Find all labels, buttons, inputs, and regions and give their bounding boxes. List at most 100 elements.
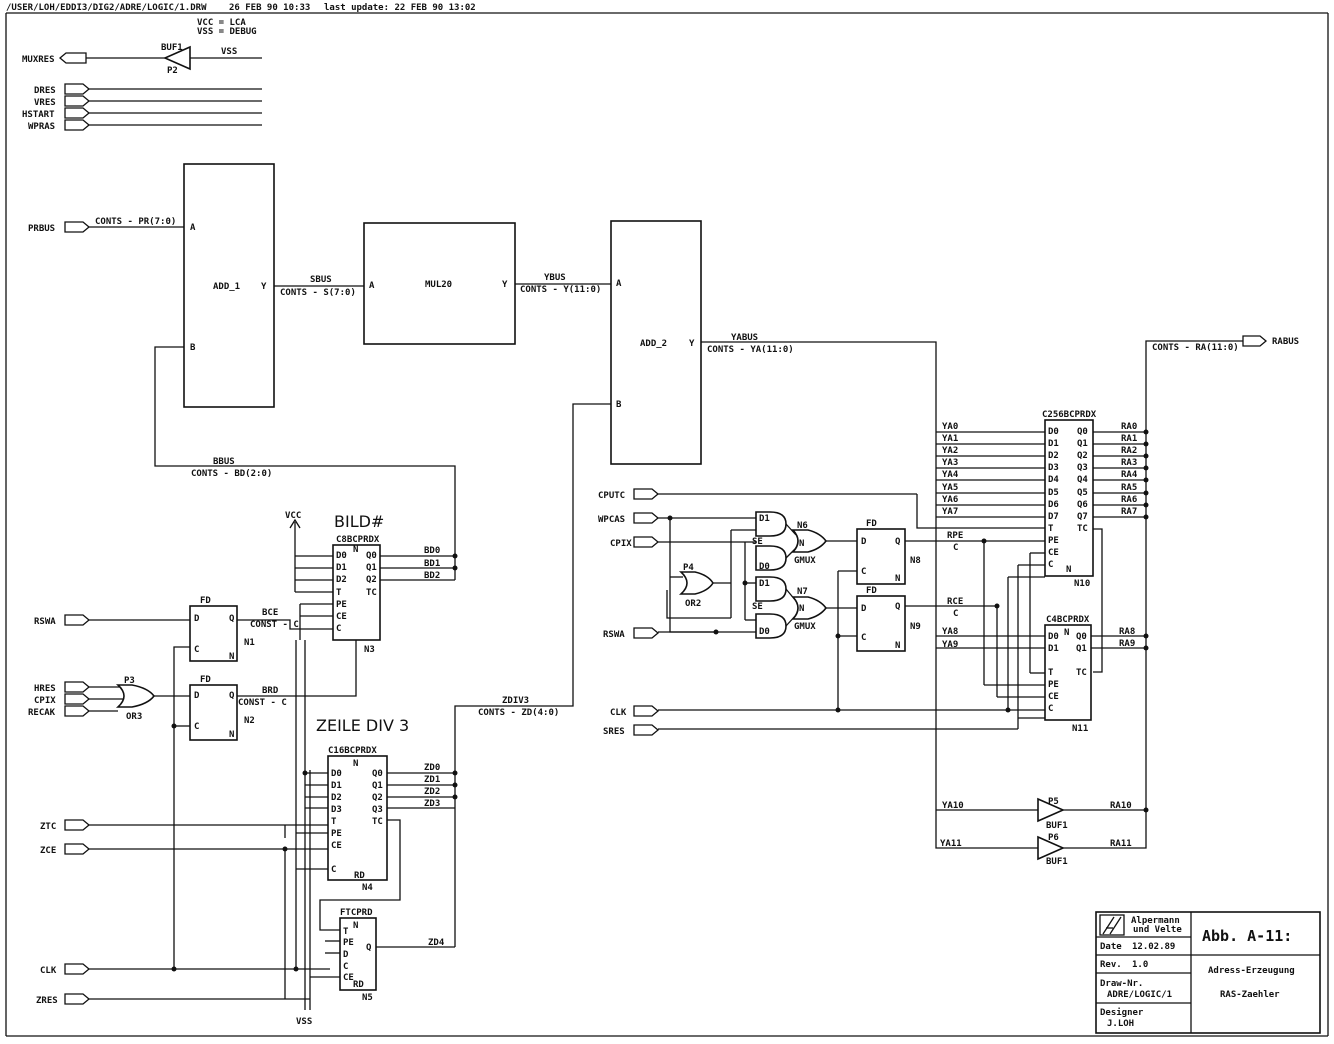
svg-text:C: C [331, 865, 336, 875]
svg-text:YA3: YA3 [942, 458, 958, 468]
or-gate-icon [791, 529, 828, 553]
svg-text:N3: N3 [364, 645, 375, 655]
svg-text:D1: D1 [1048, 644, 1059, 654]
svg-text:N: N [895, 641, 900, 651]
svg-text:C: C [1048, 704, 1053, 714]
left-clock-net: ZTC ZCE CLK ZRES [36, 646, 330, 1006]
svg-text:RA3: RA3 [1121, 458, 1137, 468]
svg-text:YA7: YA7 [942, 507, 958, 517]
svg-text:T: T [343, 927, 349, 937]
svg-text:PE: PE [1048, 680, 1059, 690]
svg-text:D3: D3 [331, 805, 342, 815]
svg-text:RA2: RA2 [1121, 446, 1137, 456]
svg-text:D: D [861, 604, 867, 614]
svg-text:YBUS: YBUS [544, 273, 566, 283]
svg-text:C8BCPRDX: C8BCPRDX [336, 535, 380, 545]
gmux-n7: D1 SE D0 N7 N GMUX [742, 542, 857, 639]
svg-text:T: T [336, 588, 342, 598]
middle-inputs: CPUTC WPCAS CPIX RSWA CLK SRES [598, 488, 1045, 737]
muxres-buffer-p2: MUXRES BUF1 P2 VSS [22, 43, 262, 76]
svg-text:BBUS: BBUS [213, 457, 235, 467]
svg-text:N5: N5 [362, 993, 373, 1003]
svg-text:CONTS - Y(11:0): CONTS - Y(11:0) [520, 285, 601, 295]
svg-text:ZRES: ZRES [36, 996, 58, 1006]
svg-text:C4BCPRDX: C4BCPRDX [1046, 615, 1090, 625]
svg-text:A: A [190, 223, 196, 233]
svg-text:CONTS - S(7:0): CONTS - S(7:0) [280, 288, 356, 298]
ff-n1: FD D Q C N N1 RSWA BCE CONST - C [34, 596, 333, 662]
last-update: last update: 22 FEB 90 13:02 [324, 3, 476, 13]
svg-text:MUL20: MUL20 [425, 280, 452, 290]
revision: 1.0 [1132, 960, 1148, 970]
svg-text:RA7: RA7 [1121, 507, 1137, 517]
svg-text:HSTART: HSTART [22, 110, 55, 120]
svg-text:N: N [1066, 565, 1071, 575]
svg-text:A: A [616, 279, 622, 289]
toggle-ff-n5: FTCPRD N T PE D C CE Q RD N5 ZD4 [310, 808, 456, 1003]
svg-text:Q: Q [366, 943, 372, 953]
svg-text:CE: CE [336, 612, 347, 622]
bild-title: BILD# [334, 512, 384, 531]
svg-text:ZD3: ZD3 [424, 799, 440, 809]
zce-port-icon [64, 843, 91, 855]
zres-port-icon [64, 993, 91, 1005]
ybus-wire: YBUS CONTS - Y(11:0) [515, 273, 611, 295]
svg-text:D0: D0 [759, 562, 770, 572]
svg-text:Q2: Q2 [1077, 451, 1088, 461]
svg-text:C: C [194, 722, 199, 732]
svg-text:Q0: Q0 [366, 551, 377, 561]
svg-text:D2: D2 [1048, 451, 1059, 461]
vss-equation: VSS = DEBUG [197, 27, 257, 37]
zdiv3-wire: ZDIV3 CONTS - ZD(4:0) [454, 403, 611, 808]
svg-text:D3: D3 [1048, 463, 1059, 473]
svg-text:CLK: CLK [610, 708, 627, 718]
vcc-equation: VCC = LCA [197, 18, 246, 28]
file-path: /USER/LOH/EDDI3/DIG2/ADRE/LOGIC/1.DRW [6, 3, 207, 13]
svg-text:Designer: Designer [1100, 1007, 1144, 1018]
buffer-p6: YA11 P6 BUF1 RA11 [935, 833, 1147, 867]
plot-date: 26 FEB 90 10:33 [229, 3, 310, 13]
svg-text:TC: TC [372, 817, 383, 827]
svg-text:D1: D1 [336, 563, 347, 573]
svg-text:Q0: Q0 [1077, 427, 1088, 437]
svg-text:Q: Q [895, 602, 901, 612]
svg-text:WPRAS: WPRAS [28, 122, 55, 132]
svg-text:Q4: Q4 [1077, 475, 1088, 485]
svg-text:MUXRES: MUXRES [22, 55, 55, 65]
svg-text:CE: CE [1048, 548, 1059, 558]
svg-text:Y: Y [502, 280, 508, 290]
svg-text:D7: D7 [1048, 512, 1059, 522]
svg-text:RA5: RA5 [1121, 483, 1137, 493]
and-gate-icon [755, 613, 787, 639]
svg-text:N: N [353, 545, 358, 555]
svg-text:D: D [194, 614, 200, 624]
svg-text:C16BCPRDX: C16BCPRDX [328, 746, 377, 756]
svg-text:C: C [194, 645, 199, 655]
company-logo [1099, 914, 1125, 936]
svg-text:CE: CE [331, 841, 342, 851]
svg-text:D1: D1 [331, 781, 342, 791]
svg-text:RSWA: RSWA [603, 630, 625, 640]
cpix-left-port-icon [64, 693, 91, 705]
svg-text:P3: P3 [124, 676, 135, 686]
svg-text:Q1: Q1 [1076, 644, 1087, 654]
ff-n8: FD D Q C N N8 RPE C [838, 519, 1045, 585]
svg-text:RA1: RA1 [1121, 434, 1137, 444]
svg-text:CE: CE [343, 973, 354, 983]
buffer-triangle-icon [1037, 797, 1065, 823]
svg-text:RCE: RCE [947, 597, 963, 607]
svg-text:RA11: RA11 [1110, 839, 1132, 849]
svg-text:N: N [1064, 628, 1069, 638]
svg-text:GMUX: GMUX [794, 556, 816, 566]
svg-text:T: T [1048, 668, 1054, 678]
input-ports-top: DRES VRES HSTART WPRAS [22, 83, 262, 132]
rabus-wire: RABUS CONTS - RA(11:0) [1145, 335, 1299, 842]
figure-desc-2: RAS-Zaehler [1220, 990, 1280, 1000]
rabus-port-icon [1242, 335, 1268, 347]
svg-text:RA6: RA6 [1121, 495, 1137, 505]
svg-text:ZCE: ZCE [40, 846, 56, 856]
svg-text:N2: N2 [244, 716, 255, 726]
svg-text:C: C [336, 624, 341, 634]
svg-text:D: D [343, 950, 349, 960]
